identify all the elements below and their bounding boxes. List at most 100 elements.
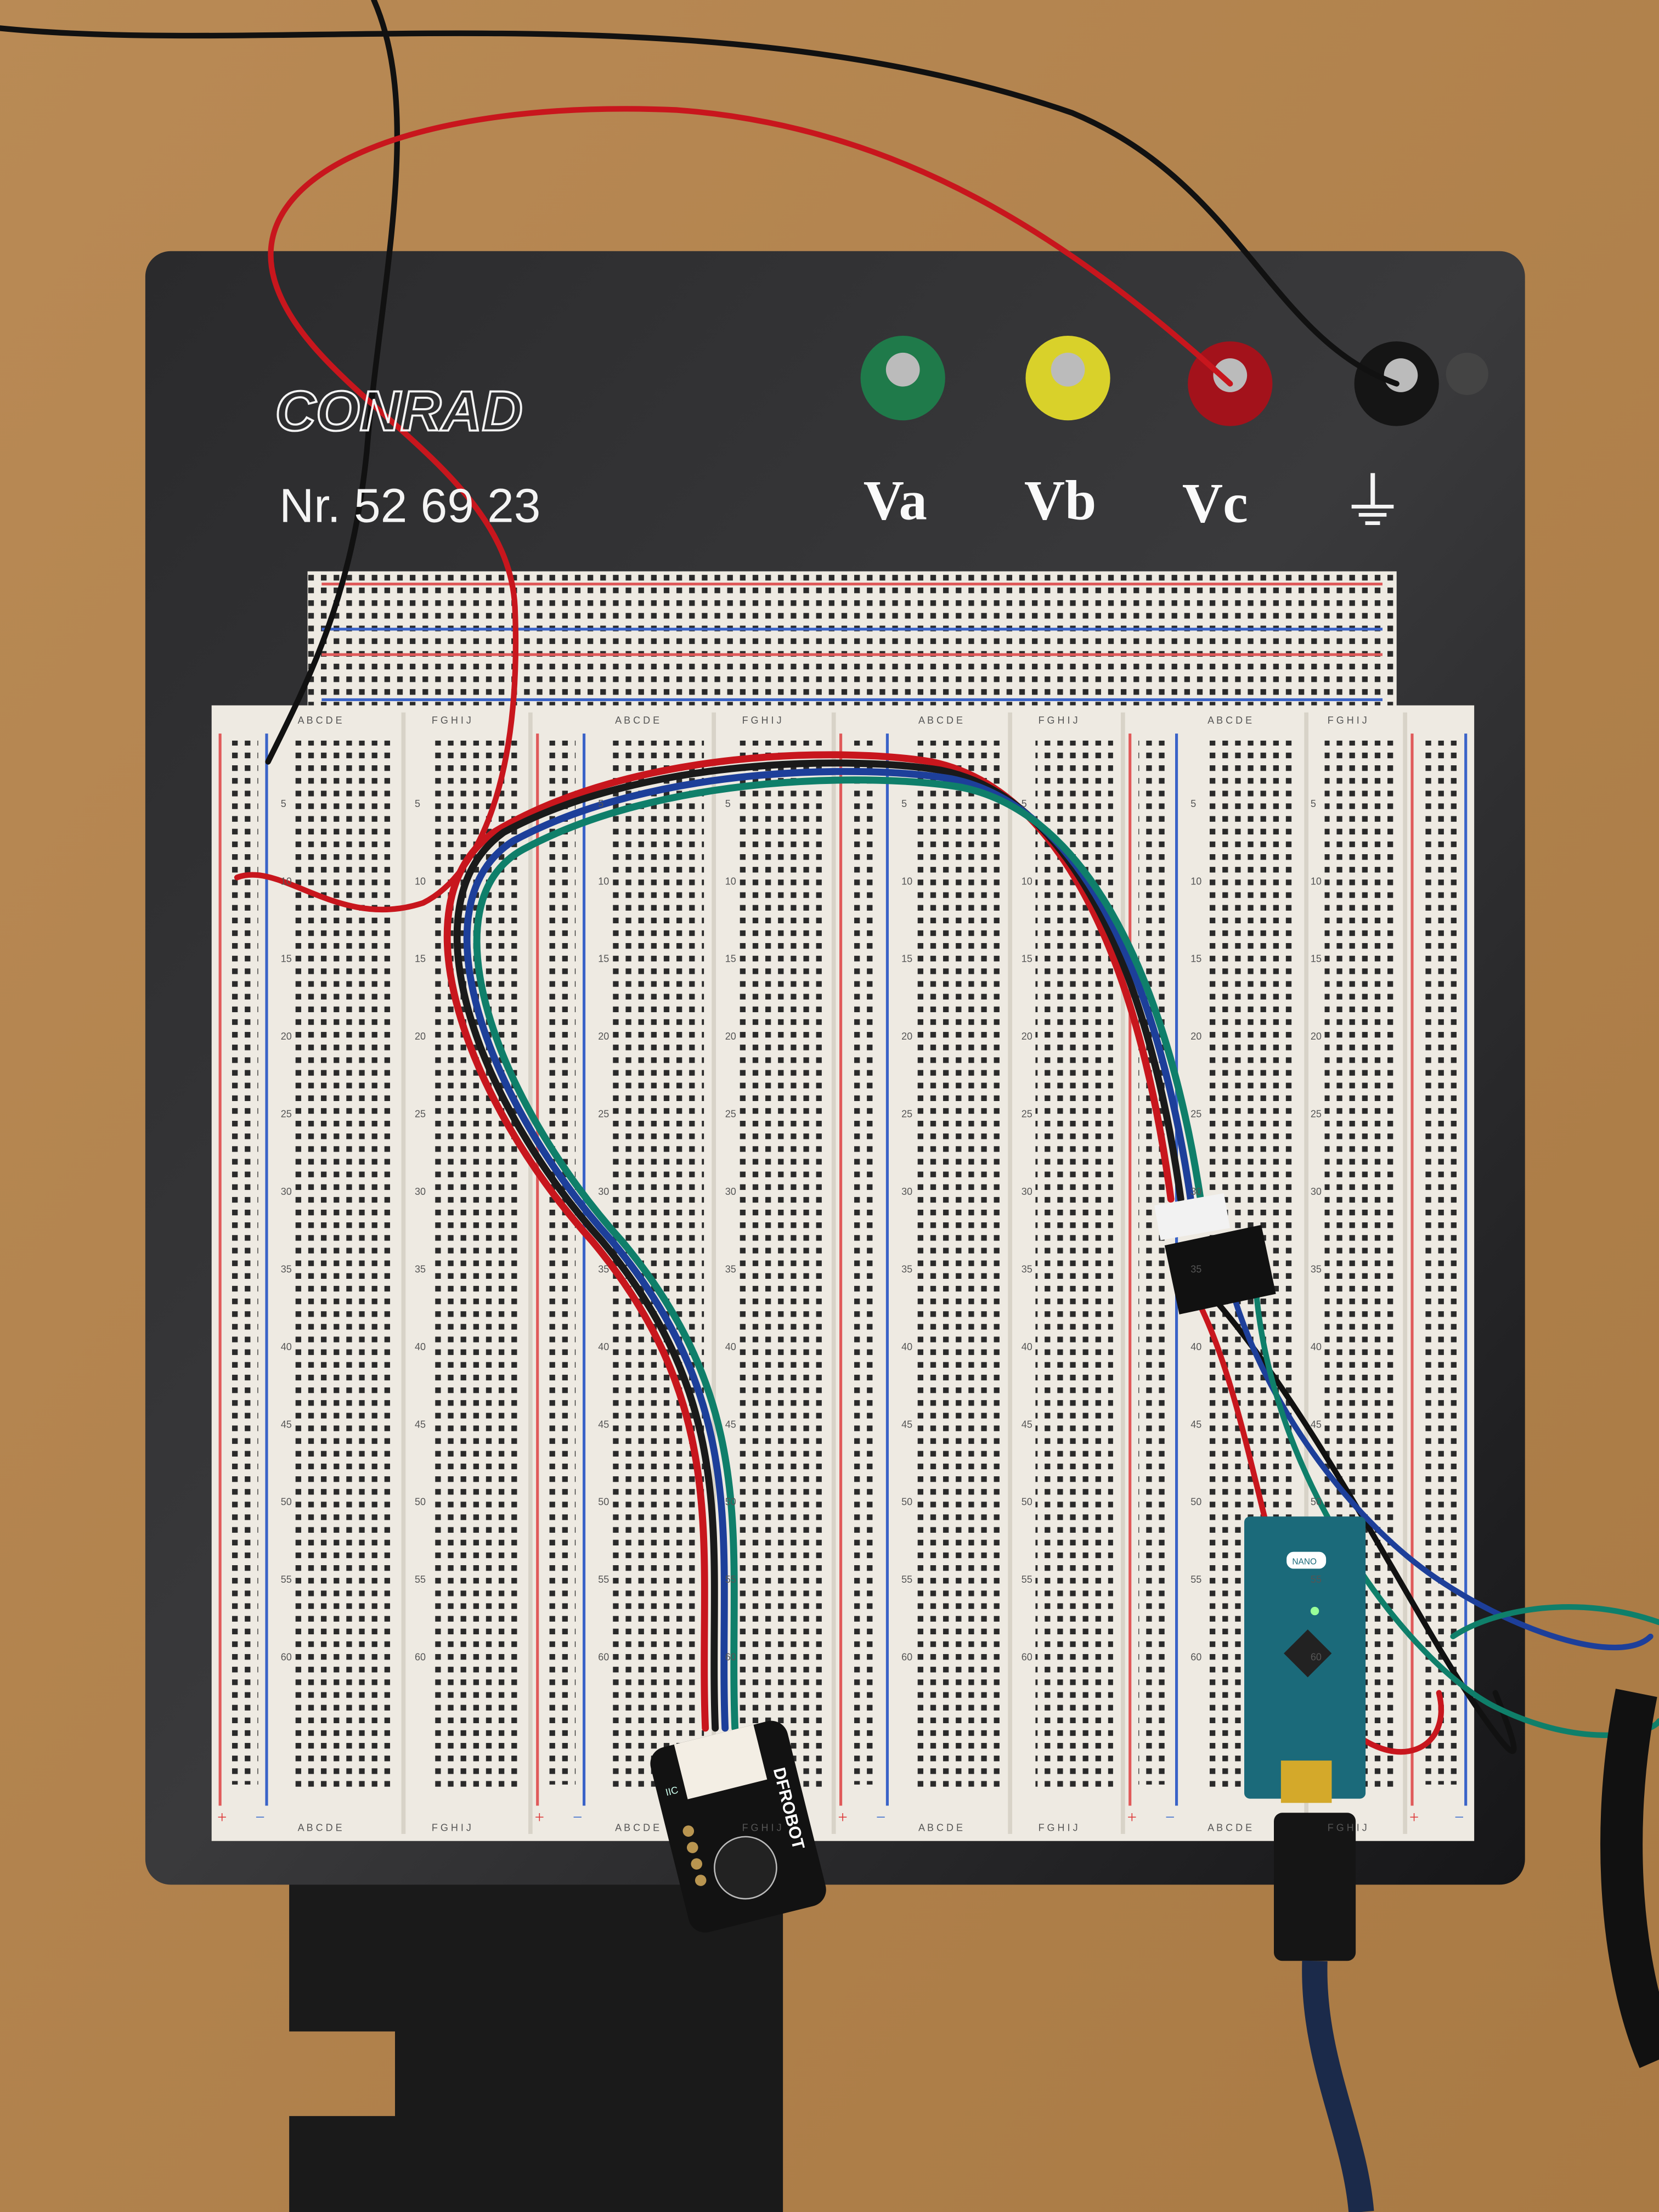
row-number: 25 [1190, 1109, 1201, 1120]
row-number: 35 [1022, 1263, 1032, 1274]
row-number: 40 [725, 1341, 736, 1352]
row-number: 5 [1190, 798, 1196, 809]
row-number: 55 [1311, 1574, 1322, 1585]
rail-minus-label: − [876, 1808, 885, 1826]
column-letters: A B C D E [918, 1822, 963, 1833]
row-number: 55 [415, 1574, 426, 1585]
row-number: 35 [1311, 1263, 1322, 1274]
main-breadboard [211, 705, 1475, 1841]
row-number: 10 [281, 876, 292, 887]
row-number: 5 [1311, 798, 1316, 809]
strip-labels: A B C D EA B C D E5101520253035404550556… [598, 715, 659, 1833]
row-number: 45 [598, 1419, 609, 1430]
terminal-strip [428, 712, 533, 1834]
row-number: 50 [901, 1497, 912, 1508]
rail-labels: +− [1409, 1808, 1464, 1826]
row-number: 20 [1022, 1031, 1032, 1042]
row-number: 30 [1022, 1186, 1032, 1197]
row-number: 60 [1311, 1652, 1322, 1663]
row-number: 5 [725, 798, 731, 809]
terminal-vb[interactable]: Vb [1024, 336, 1110, 532]
row-number: 15 [415, 953, 426, 964]
nano-label: NANO [1292, 1558, 1317, 1567]
row-number: 60 [598, 1652, 609, 1663]
column-letters: A B C D E [298, 715, 342, 726]
strip-labels: A B C D EA B C D E5101520253035404550556… [281, 715, 342, 1833]
row-number: 5 [901, 798, 907, 809]
strip-labels: F G H I JF G H I J5101520253035404550556… [725, 715, 782, 1833]
column-letters: F G H I J [1328, 715, 1367, 726]
terminal-strip [915, 712, 1013, 1834]
row-number: 20 [901, 1031, 912, 1042]
row-number: 50 [1311, 1497, 1322, 1508]
row-number: 50 [725, 1497, 736, 1508]
rail-plus-label: + [838, 1808, 847, 1826]
column-letters: A B C D E [615, 715, 659, 726]
row-number: 20 [1190, 1031, 1201, 1042]
row-number: 60 [415, 1652, 426, 1663]
jumper-connector [1154, 1193, 1230, 1240]
row-number: 40 [1190, 1341, 1201, 1352]
column-letters: A B C D E [615, 1822, 659, 1833]
rail-minus-label: − [1165, 1808, 1175, 1826]
rail-minus-label: − [255, 1808, 264, 1826]
sensor-cable-green [473, 776, 1204, 1732]
row-number: 10 [725, 876, 736, 887]
row-number: 20 [598, 1031, 609, 1042]
row-number: 5 [281, 798, 286, 809]
row-number: 20 [1311, 1031, 1322, 1042]
terminal-strip [295, 712, 406, 1834]
row-number: 40 [598, 1341, 609, 1352]
row-number: 5 [598, 798, 603, 809]
row-number: 5 [1022, 798, 1027, 809]
row-number: 60 [725, 1652, 736, 1663]
svg-text:Va: Va [864, 469, 927, 532]
rail-labels: +− [217, 1808, 265, 1826]
row-number: 15 [901, 953, 912, 964]
column-letters: A B C D E [918, 715, 963, 726]
row-number: 35 [725, 1263, 736, 1274]
rail-labels: +− [535, 1808, 583, 1826]
row-number: 55 [598, 1574, 609, 1585]
row-number: 25 [281, 1109, 292, 1120]
row-number: 35 [1190, 1263, 1201, 1274]
row-number: 45 [1311, 1419, 1322, 1430]
row-number: 40 [901, 1341, 912, 1352]
row-number: 50 [1190, 1497, 1201, 1508]
row-number: 50 [415, 1497, 426, 1508]
power-rail-strip [1410, 733, 1468, 1806]
row-number: 30 [1190, 1186, 1201, 1197]
column-letters: F G H I J [742, 1822, 782, 1833]
strip-labels: A B C D EA B C D E5101520253035404550556… [901, 715, 963, 1833]
svg-text:⏚: ⏚ [1340, 467, 1405, 539]
column-letters: A B C D E [1207, 715, 1252, 726]
row-number: 10 [901, 876, 912, 887]
row-number: 45 [415, 1419, 426, 1430]
row-number: 60 [1190, 1652, 1201, 1663]
usb-cable [1274, 1689, 1659, 2212]
part-number: Nr. 52 69 23 [279, 478, 540, 532]
row-number: 25 [901, 1109, 912, 1120]
row-number: 10 [1311, 876, 1322, 887]
row-number: 35 [281, 1263, 292, 1274]
rail-minus-label: − [1454, 1808, 1464, 1826]
row-number: 20 [281, 1031, 292, 1042]
row-number: 45 [281, 1419, 292, 1430]
rail-plus-label: + [1409, 1808, 1419, 1826]
power-rail-strip [536, 733, 586, 1806]
row-number: 20 [415, 1031, 426, 1042]
row-number: 35 [598, 1263, 609, 1274]
column-letters: A B C D E [1207, 1822, 1252, 1833]
row-number: 10 [415, 876, 426, 887]
row-number: 30 [281, 1186, 292, 1197]
row-number: 25 [725, 1109, 736, 1120]
row-number: 25 [1311, 1109, 1322, 1120]
power-rail-strip [218, 733, 268, 1806]
dfrobot-ir-sensor [650, 1720, 826, 1933]
row-number: 5 [415, 798, 420, 809]
row-number: 15 [1311, 953, 1322, 964]
strip-labels: A B C D EA B C D E5101520253035404550556… [1190, 715, 1252, 1833]
row-number: 15 [598, 953, 609, 964]
red-wire-top [234, 106, 1233, 912]
terminal-va[interactable]: Va [860, 336, 945, 532]
